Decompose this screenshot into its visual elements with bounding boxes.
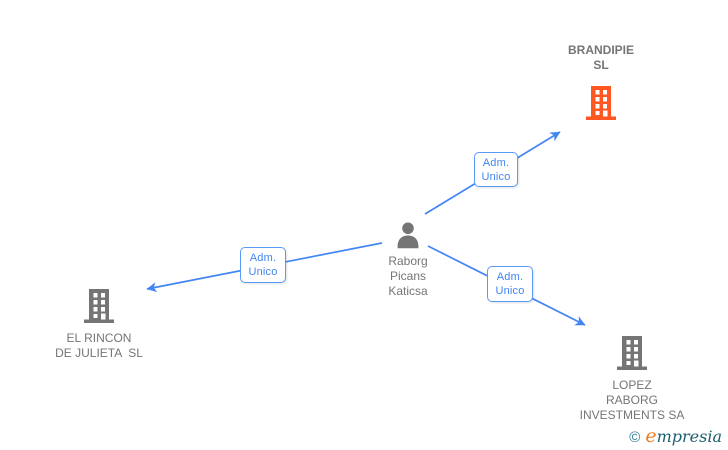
company-name-line: SL [593, 58, 609, 72]
company-name-line: EL RINCON [66, 331, 132, 345]
company-name-line: BRANDIPIE [567, 43, 634, 57]
company-node-brandipie[interactable]: BRANDIPIE SL [521, 43, 681, 120]
company-name: BRANDIPIE SL [568, 43, 634, 73]
company-name-line: RABORG [605, 393, 658, 407]
copyright-icon: © [629, 429, 641, 446]
edge-label-line: Unico [248, 266, 278, 278]
edge-label-adm-unico-brandipie: Adm. Unico [474, 152, 518, 187]
edge-label-line: Unico [481, 170, 511, 183]
company-name: LOPEZ RABORG INVESTMENTS SA [580, 378, 685, 423]
person-name-line: Raborg [388, 254, 428, 268]
company-node-lopez-raborg-investments[interactable]: LOPEZ RABORG INVESTMENTS SA [552, 336, 712, 423]
person-icon [394, 222, 422, 250]
building-icon [84, 289, 114, 323]
person-name: Raborg Picans Katicsa [388, 254, 427, 299]
company-name-line: LOPEZ [612, 378, 652, 392]
person-node-raborg-picans-katicsa[interactable]: Raborg Picans Katicsa [348, 222, 468, 299]
edge-label-line: Adm. [496, 271, 524, 283]
empresia-watermark: © e mpresia [629, 427, 722, 446]
person-name-line: Picans [389, 269, 426, 283]
edge-label-adm-unico-lopez: Adm. Unico [487, 266, 533, 302]
empresia-logo-text: mpresia [656, 427, 722, 446]
edge-label-line: Unico [495, 285, 525, 297]
company-name-line: INVESTMENTS SA [579, 408, 685, 422]
company-node-el-rincon-de-julieta[interactable]: EL RINCON DE JULIETA SL [19, 289, 179, 361]
building-icon [617, 336, 647, 370]
edge-label-adm-unico-el-rincon: Adm. Unico [240, 247, 286, 283]
company-name-line: DE JULIETA SL [55, 346, 143, 360]
empresia-logo-initial: e [645, 425, 657, 447]
person-name-line: Katicsa [388, 284, 428, 298]
building-icon [586, 86, 616, 120]
edge-label-line: Adm. [249, 252, 277, 264]
edge-label-line: Adm. [482, 156, 510, 169]
company-name: EL RINCON DE JULIETA SL [55, 331, 143, 361]
